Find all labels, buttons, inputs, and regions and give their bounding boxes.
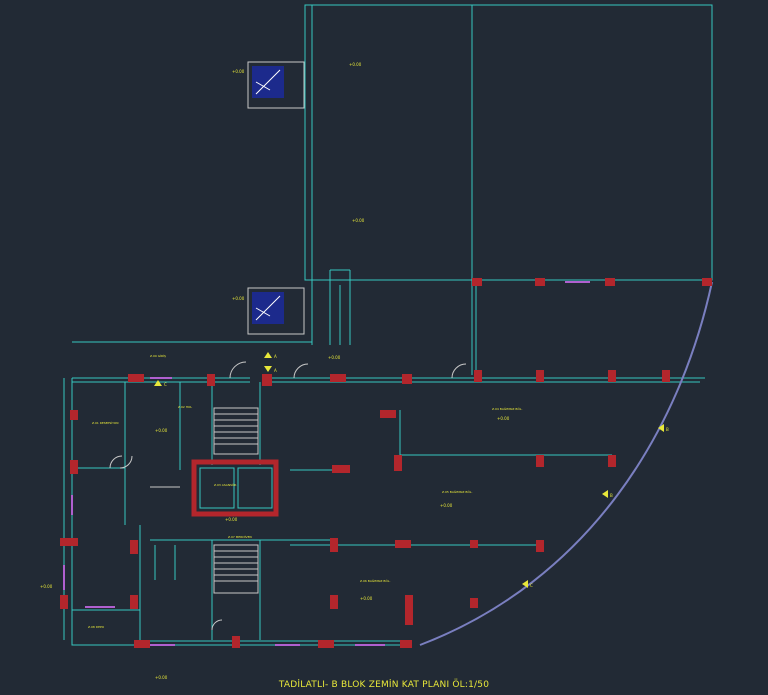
upper-block-outline <box>72 4 713 375</box>
room-label: Z.02 HOL <box>178 405 192 409</box>
level-label: +0.00 <box>328 355 341 360</box>
room-label: Z.05 BAĞIMSIZ BÖL. <box>442 489 472 494</box>
structural-columns <box>60 278 712 648</box>
room-label: Z.09 GİRİŞ <box>150 353 166 358</box>
windows-glazing <box>63 281 590 646</box>
section-mark: B <box>666 427 669 432</box>
room-label: Z.01 RESEPSİYON <box>92 420 118 425</box>
level-label: +0.00 <box>232 69 245 74</box>
section-mark: B <box>610 493 613 498</box>
room-label: Z.08 DEPO <box>88 625 105 629</box>
level-label: +0.00 <box>40 584 53 589</box>
room-label: Z.06 BAĞIMSIZ BÖL. <box>360 578 390 583</box>
level-label: +0.00 <box>352 218 365 223</box>
plan-title: TADİLATLI- B BLOK ZEMİN KAT PLANI ÖL:1/5… <box>278 680 490 690</box>
level-label: +0.00 <box>225 517 238 522</box>
level-label: +0.00 <box>360 596 373 601</box>
section-mark: A <box>274 354 277 359</box>
level-label: +0.00 <box>440 503 453 508</box>
shaft-bottom <box>247 287 305 335</box>
room-label: Z.07 MERDİVEN <box>228 534 252 539</box>
spot-levels: +0.00 +0.00 +0.00 +0.00 +0.00 +0.00 +0.0… <box>40 62 510 680</box>
shaft-top <box>247 61 305 109</box>
section-mark: A <box>274 368 277 373</box>
section-marks: A A B B C C <box>154 352 669 588</box>
ground-floor-walls <box>63 377 705 646</box>
stair-lower <box>213 544 259 594</box>
level-label: +0.00 <box>497 416 510 421</box>
level-label: +0.00 <box>349 62 362 67</box>
section-mark: C <box>530 583 533 588</box>
stair-upper <box>213 407 259 455</box>
room-label: Z.03 ASANSÖR <box>214 482 236 487</box>
room-labels: Z.01 RESEPSİYON Z.02 HOL Z.03 ASANSÖR Z.… <box>88 353 522 629</box>
level-label: +0.00 <box>155 428 168 433</box>
level-label: +0.00 <box>232 296 245 301</box>
level-label: +0.00 <box>155 675 168 680</box>
door-swings <box>109 361 467 631</box>
elevator-core <box>191 459 279 517</box>
section-mark: C <box>164 382 167 387</box>
curtain-wall <box>419 281 713 646</box>
room-label: Z.04 BAĞIMSIZ BÖL. <box>492 406 522 411</box>
